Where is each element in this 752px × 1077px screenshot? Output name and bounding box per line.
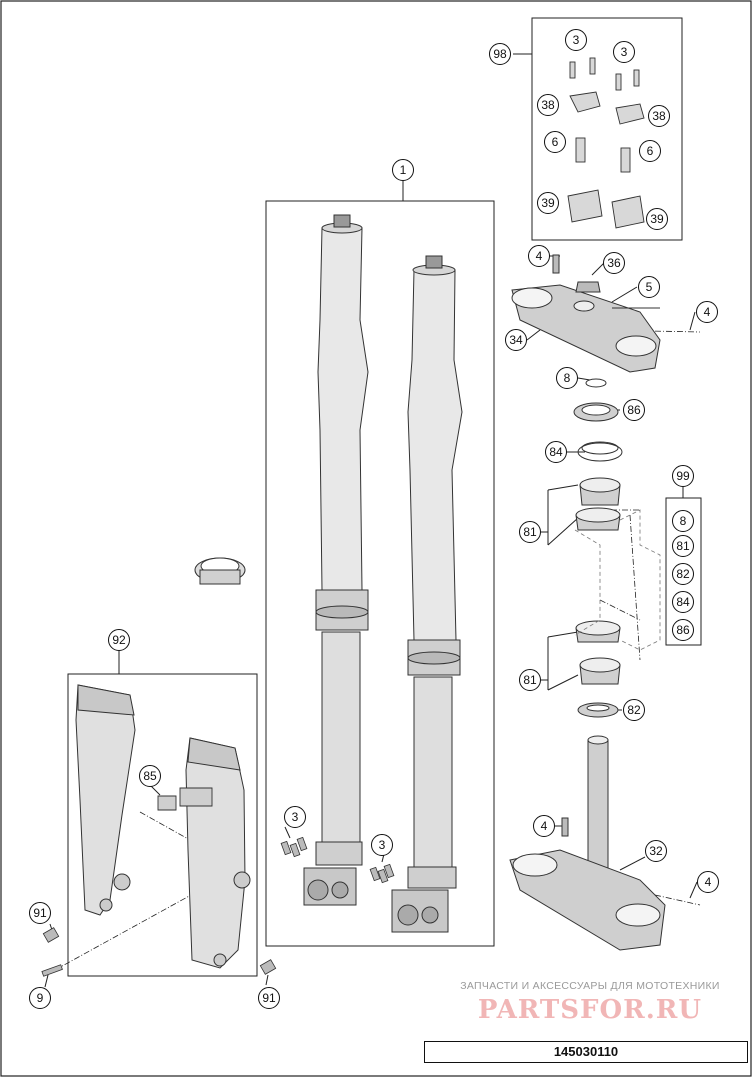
callout-9: 9 [29, 987, 51, 1009]
callout-39b: 39 [646, 208, 668, 230]
kit99-item-82: 82 [672, 563, 694, 585]
fork-guard-left [75, 684, 136, 916]
callout-4b: 4 [696, 301, 718, 323]
kit99-item-81: 81 [672, 535, 694, 557]
handlebar-clamp-parts [567, 57, 645, 229]
callout-38b: 38 [648, 105, 670, 127]
fork-guard-right [185, 737, 251, 969]
watermark-logo: PARTSFOR.RU [477, 995, 703, 1025]
document-number: 145030110 [424, 1041, 748, 1063]
callout-86: 86 [623, 399, 645, 421]
callout-84: 84 [545, 441, 567, 463]
group-box-1 [265, 200, 495, 947]
callout-4d: 4 [697, 871, 719, 893]
callout-32: 32 [645, 840, 667, 862]
callout-34: 34 [505, 329, 527, 351]
callout-3c: 3 [284, 806, 306, 828]
kit99-item-84: 84 [672, 591, 694, 613]
callout-92: 92 [108, 629, 130, 651]
kit99-item-8: 8 [672, 510, 694, 532]
callout-36: 36 [603, 252, 625, 274]
group-box-92 [67, 673, 258, 977]
steering-bearings [573, 378, 623, 718]
callout-38a: 38 [537, 94, 559, 116]
frame-head-tube-outline [574, 509, 661, 651]
callout-81b: 81 [519, 669, 541, 691]
callout-6b: 6 [639, 140, 661, 162]
callout-8: 8 [556, 367, 578, 389]
upper-triple-clamp [511, 254, 661, 373]
callout-1: 1 [392, 159, 414, 181]
callout-3b: 3 [613, 41, 635, 63]
kit99-item-86: 86 [672, 619, 694, 641]
callout-3d: 3 [371, 834, 393, 856]
fork-leg-right [391, 255, 463, 933]
guard-brackets [157, 787, 213, 811]
callout-81a: 81 [519, 521, 541, 543]
callout-5: 5 [638, 276, 660, 298]
watermark-tagline: ЗАПЧАСТИ И АКСЕССУАРЫ ДЛЯ МОТОТЕХНИКИ [460, 980, 720, 992]
guard-screws [41, 927, 277, 977]
callout-98: 98 [489, 43, 511, 65]
callout-3a: 3 [565, 29, 587, 51]
callout-91b: 91 [258, 987, 280, 1009]
group-box-98 [531, 17, 683, 241]
callout-82: 82 [623, 699, 645, 721]
clamp-bolts-left [280, 836, 308, 858]
callout-6a: 6 [544, 131, 566, 153]
callout-91a: 91 [29, 902, 51, 924]
fork-leg-left [303, 214, 369, 906]
callout-4a: 4 [528, 245, 550, 267]
callout-39a: 39 [537, 192, 559, 214]
lower-triple-clamp [509, 735, 666, 951]
callout-99: 99 [672, 465, 694, 487]
callout-4c: 4 [533, 815, 555, 837]
clamp-bolts-right [369, 863, 395, 884]
loose-ring-part [194, 557, 246, 585]
callout-85: 85 [139, 765, 161, 787]
